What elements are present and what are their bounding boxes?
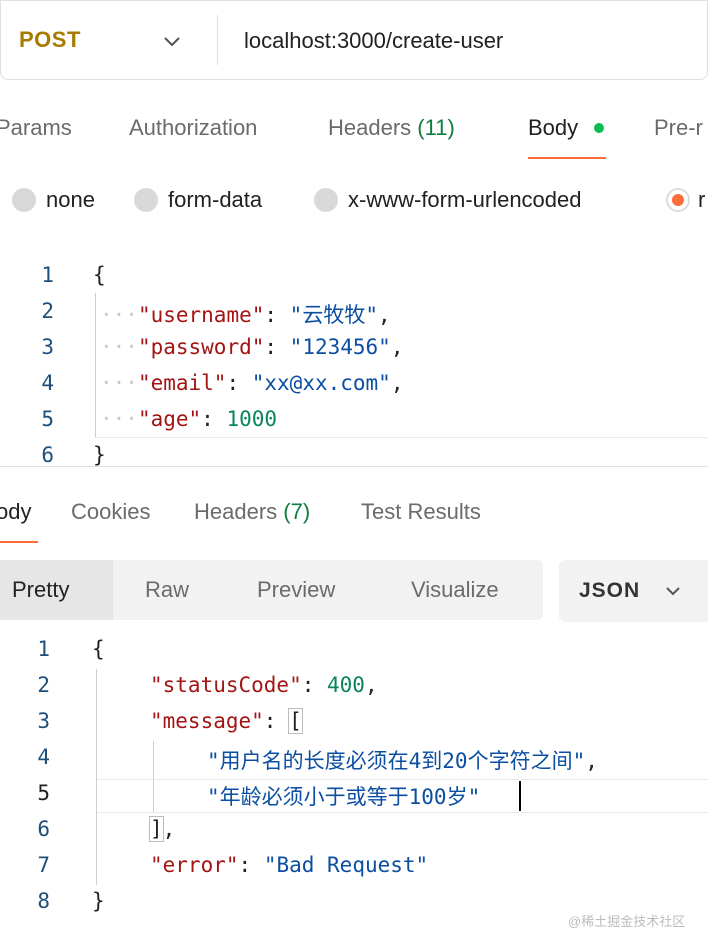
format-select[interactable]: JSON xyxy=(559,560,708,622)
url-divider xyxy=(217,15,218,65)
watermark: @稀土掘金技术社区 xyxy=(568,914,686,929)
indent-guide xyxy=(153,741,154,813)
code-line: } xyxy=(93,443,106,467)
line-number: 4 xyxy=(41,371,54,395)
response-tab-test-results[interactable]: Test Results xyxy=(361,499,481,524)
line-number: 1 xyxy=(41,263,54,287)
response-tab-headers[interactable]: Headers (7) xyxy=(194,499,310,525)
view-preview[interactable]: Preview xyxy=(257,577,336,602)
headers-count: (11) xyxy=(417,115,455,140)
radio-raw-label[interactable]: r xyxy=(698,187,706,212)
line-number: 6 xyxy=(41,443,54,467)
tab-headers[interactable]: Headers (11) xyxy=(328,115,455,141)
code-line: "error": "Bad Request" xyxy=(150,853,429,877)
line-number: 2 xyxy=(37,673,50,697)
tab-params[interactable]: Params xyxy=(0,115,72,140)
indent-guide xyxy=(96,669,97,885)
radio-none[interactable] xyxy=(12,188,36,212)
code-line: ···"password": "123456", xyxy=(100,335,404,359)
radio-form-data[interactable] xyxy=(134,188,158,212)
line-number: 8 xyxy=(37,889,50,913)
code-line: "年龄必须小于或等于100岁" xyxy=(207,785,481,809)
code-line: { xyxy=(93,263,106,287)
format-label: JSON xyxy=(579,579,641,602)
code-line: ···"username": "云牧牧", xyxy=(100,303,391,327)
url-bar: POST localhost:3000/create-user xyxy=(0,0,708,80)
current-line-highlight xyxy=(97,779,708,813)
view-raw[interactable]: Raw xyxy=(145,577,190,602)
tab-headers-label: Headers xyxy=(328,115,412,140)
active-tab-indicator xyxy=(528,157,606,159)
tab-pre-request[interactable]: Pre-r xyxy=(654,115,703,140)
code-line: ···"age": 1000 xyxy=(100,407,278,431)
line-number: 2 xyxy=(41,299,54,323)
radio-urlencoded[interactable] xyxy=(314,188,338,212)
line-number: 3 xyxy=(41,335,54,359)
editor-rule xyxy=(95,437,708,438)
tab-body[interactable]: Body xyxy=(528,115,579,140)
radio-raw[interactable] xyxy=(666,188,690,212)
text-cursor xyxy=(519,781,521,811)
line-number: 4 xyxy=(37,745,50,769)
code-line: "statusCode": 400, xyxy=(150,673,378,697)
response-view-toggle: Pretty Raw Preview Visualize xyxy=(0,560,543,620)
view-pretty[interactable]: Pretty xyxy=(0,560,113,620)
response-headers-count: (7) xyxy=(283,499,311,524)
chevron-down-icon xyxy=(666,587,680,596)
url-input[interactable]: localhost:3000/create-user xyxy=(244,28,504,53)
tab-authorization[interactable]: Authorization xyxy=(129,115,258,140)
radio-none-label[interactable]: none xyxy=(46,187,95,212)
line-number: 5 xyxy=(41,407,54,431)
code-line: } xyxy=(92,889,105,913)
method-selector[interactable]: POST xyxy=(19,27,81,52)
response-headers-label: Headers xyxy=(194,499,278,524)
line-number: 6 xyxy=(37,817,50,841)
code-line: ], xyxy=(149,816,176,842)
code-line: "用户名的长度必须在4到20个字符之间", xyxy=(207,749,598,773)
line-number: 7 xyxy=(37,853,50,877)
pane-divider[interactable] xyxy=(0,466,708,467)
radio-urlencoded-label[interactable]: x-www-form-urlencoded xyxy=(348,187,582,212)
indent-guide xyxy=(95,293,96,437)
radio-form-data-label[interactable]: form-data xyxy=(168,187,263,212)
line-number: 5 xyxy=(37,781,50,805)
body-modified-dot xyxy=(594,123,604,133)
chevron-down-icon[interactable] xyxy=(162,31,182,51)
response-tab-body[interactable]: ody xyxy=(0,499,32,524)
view-visualize[interactable]: Visualize xyxy=(411,577,499,602)
code-line: { xyxy=(92,637,105,661)
line-number: 3 xyxy=(37,709,50,733)
code-line: ···"email": "xx@xx.com", xyxy=(100,371,404,395)
line-number: 1 xyxy=(37,637,50,661)
code-line: "message": [ xyxy=(150,708,303,734)
response-active-tab-indicator xyxy=(0,541,38,543)
response-tab-cookies[interactable]: Cookies xyxy=(71,499,151,524)
